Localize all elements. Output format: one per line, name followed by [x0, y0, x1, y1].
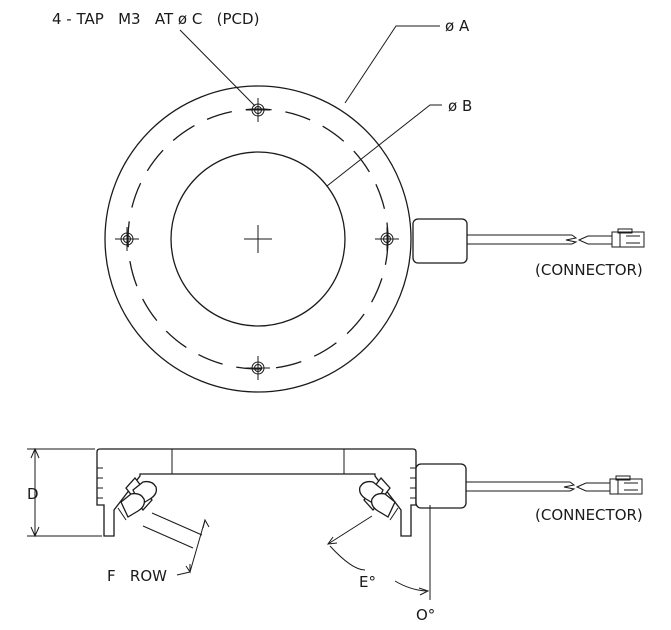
tap-note-label: 4 - TAP M3 AT ø C (PCD) — [52, 10, 259, 28]
tap-hole-top — [246, 98, 270, 122]
led-board-right — [358, 476, 399, 521]
dia-b-label: ø B — [448, 97, 472, 115]
tap-hole-right — [375, 227, 399, 251]
connector-plug-top — [577, 235, 613, 245]
angle-o-leader — [394, 505, 431, 600]
top-view — [104, 25, 645, 393]
inner-bore-circle — [170, 151, 346, 327]
height-d-label: D — [27, 485, 39, 503]
angle-e-leader — [326, 515, 373, 571]
connector-label-bottom: (CONNECTOR) — [535, 506, 643, 524]
side-view — [27, 447, 643, 600]
angle-e-label: E° — [359, 573, 376, 591]
outer-ring-circle — [104, 85, 412, 393]
cable-bottom — [415, 463, 643, 509]
dia-a-label: ø A — [445, 17, 470, 35]
cooling-fins-left — [97, 467, 103, 499]
connector-label-top: (CONNECTOR) — [535, 261, 643, 279]
rows-f-label: F ROW — [107, 567, 167, 585]
connector-plug-bottom — [575, 482, 611, 492]
center-crosshair — [244, 225, 272, 253]
dia-a-leader — [344, 25, 440, 104]
tap-note-leader — [179, 29, 256, 107]
angle-o-label: O° — [416, 606, 435, 624]
cable-boot-top — [412, 218, 468, 264]
cable-boot-bottom — [415, 463, 467, 509]
led-left-2 — [120, 492, 146, 518]
cooling-fins-right — [410, 467, 416, 499]
dimension-d — [27, 447, 102, 538]
led-board-left — [117, 476, 158, 521]
cable-top — [412, 218, 645, 264]
tap-hole-left — [115, 227, 139, 251]
dia-b-leader — [326, 104, 442, 187]
dimension-f-row — [142, 512, 210, 576]
housing-outline — [96, 448, 417, 537]
led-right-2 — [370, 492, 396, 518]
tap-hole-bottom — [246, 356, 270, 380]
